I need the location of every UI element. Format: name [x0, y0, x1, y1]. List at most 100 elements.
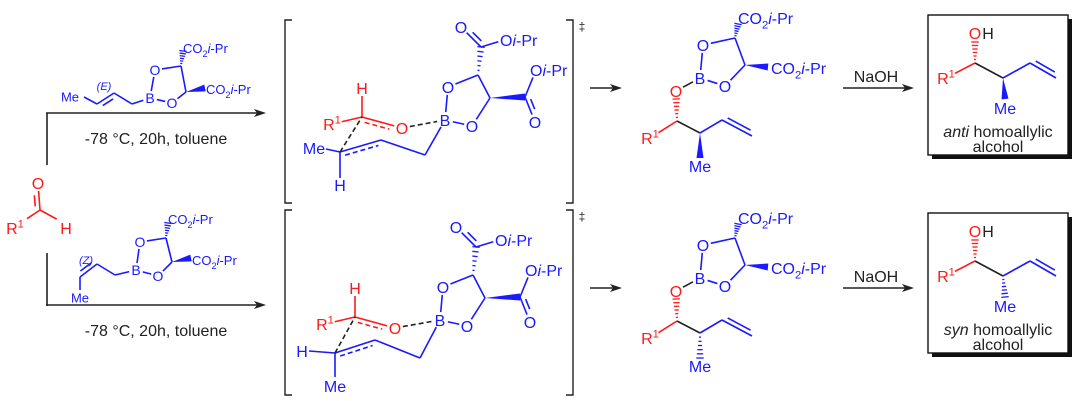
bond: [734, 27, 740, 30]
bond: [699, 119, 723, 134]
bond: [707, 279, 718, 285]
bond: [179, 49, 187, 53]
ester-label: CO2i-Pr: [738, 211, 794, 232]
bond: [729, 264, 746, 281]
bottom-reaction-arrow: -78 °C, 20h, toluene: [46, 253, 266, 340]
bond: [308, 350, 336, 354]
bond: [1029, 62, 1057, 79]
r1-label: R1: [6, 218, 24, 237]
atom-label: O: [32, 176, 44, 193]
arrowhead-icon: [902, 84, 914, 92]
atom-label: O: [969, 26, 981, 43]
bond: [26, 209, 41, 220]
bond: [699, 319, 723, 334]
workup-top: NaOH: [843, 69, 914, 92]
bond: [682, 81, 694, 88]
right-bracket: [566, 19, 574, 204]
ester-label: Oi-Pr: [530, 63, 568, 80]
bond: [1029, 260, 1057, 277]
product-box: [927, 14, 1069, 156]
atom-label: Me: [994, 299, 1016, 316]
bond: [734, 37, 746, 66]
bond: [721, 119, 753, 137]
atom-label: Me: [324, 379, 346, 396]
bond: [524, 298, 531, 310]
r1-label: R1: [937, 68, 955, 87]
ester-label: CO2i-Pr: [771, 261, 827, 282]
right-bracket: [566, 209, 574, 396]
bond: [424, 126, 442, 156]
bond: [447, 320, 460, 326]
bond: [461, 232, 477, 248]
bond: [734, 32, 738, 35]
atom-label: O: [969, 224, 981, 241]
bond: [164, 227, 171, 229]
bond: [452, 120, 465, 126]
atom-label: H: [60, 221, 72, 238]
bond: [334, 339, 376, 354]
bond: [179, 55, 186, 57]
atom-label: O: [529, 115, 541, 132]
atom-label: O: [153, 268, 164, 284]
bond: [477, 74, 491, 99]
bond: [734, 229, 739, 233]
bond: [524, 77, 534, 98]
atom-label: H: [334, 178, 346, 195]
atom-label: O: [670, 84, 682, 101]
bond: [475, 240, 494, 248]
bond: [339, 344, 373, 357]
bond: [480, 40, 499, 48]
ts-brackets-top: ‡: [284, 19, 585, 204]
atom-label: B: [145, 90, 154, 106]
ester-label: CO2i-Pr: [192, 253, 237, 271]
atom-label: H: [356, 81, 368, 98]
atom-label: B: [435, 313, 446, 330]
arrow: [46, 109, 266, 117]
atom-label: Me: [303, 141, 325, 158]
atom-label: O: [466, 119, 478, 136]
bond: [164, 221, 172, 225]
bond: [727, 117, 751, 131]
bond: [472, 274, 486, 299]
bond: [164, 229, 170, 232]
bond: [341, 116, 363, 123]
bond: [361, 116, 395, 127]
bond: [696, 133, 704, 158]
product-name: syn homoallylic: [944, 322, 1053, 339]
bond: [676, 320, 701, 334]
bond: [79, 262, 92, 272]
bond: [172, 254, 192, 262]
arrowhead-icon: [610, 84, 622, 92]
workup-bottom: NaOH: [843, 269, 914, 292]
bond: [1035, 60, 1056, 73]
bond: [1002, 260, 1031, 277]
bond: [354, 316, 388, 327]
product-name: anti homoallylic: [943, 124, 1052, 141]
atom-label: O: [450, 220, 462, 237]
ester-label: CO2i-Pr: [771, 61, 827, 82]
bond: [682, 281, 694, 288]
forming-bond: [409, 120, 438, 128]
bond: [734, 237, 746, 266]
arrow-to-boronate-bottom: [590, 284, 622, 292]
bond: [676, 120, 701, 134]
atom-label: O: [135, 234, 146, 250]
bond: [734, 222, 742, 226]
bond: [179, 57, 185, 60]
atom-label: O: [437, 280, 449, 297]
reagent-naoh: NaOH: [854, 69, 898, 86]
bond: [734, 227, 740, 230]
arrowhead-icon: [254, 301, 266, 309]
r1-label: R1: [641, 128, 659, 147]
bond: [1001, 296, 1009, 298]
bond: [699, 52, 704, 71]
atom-label: B: [695, 71, 706, 88]
ester-label: Oi-Pr: [500, 33, 538, 50]
bond: [1001, 78, 1009, 100]
